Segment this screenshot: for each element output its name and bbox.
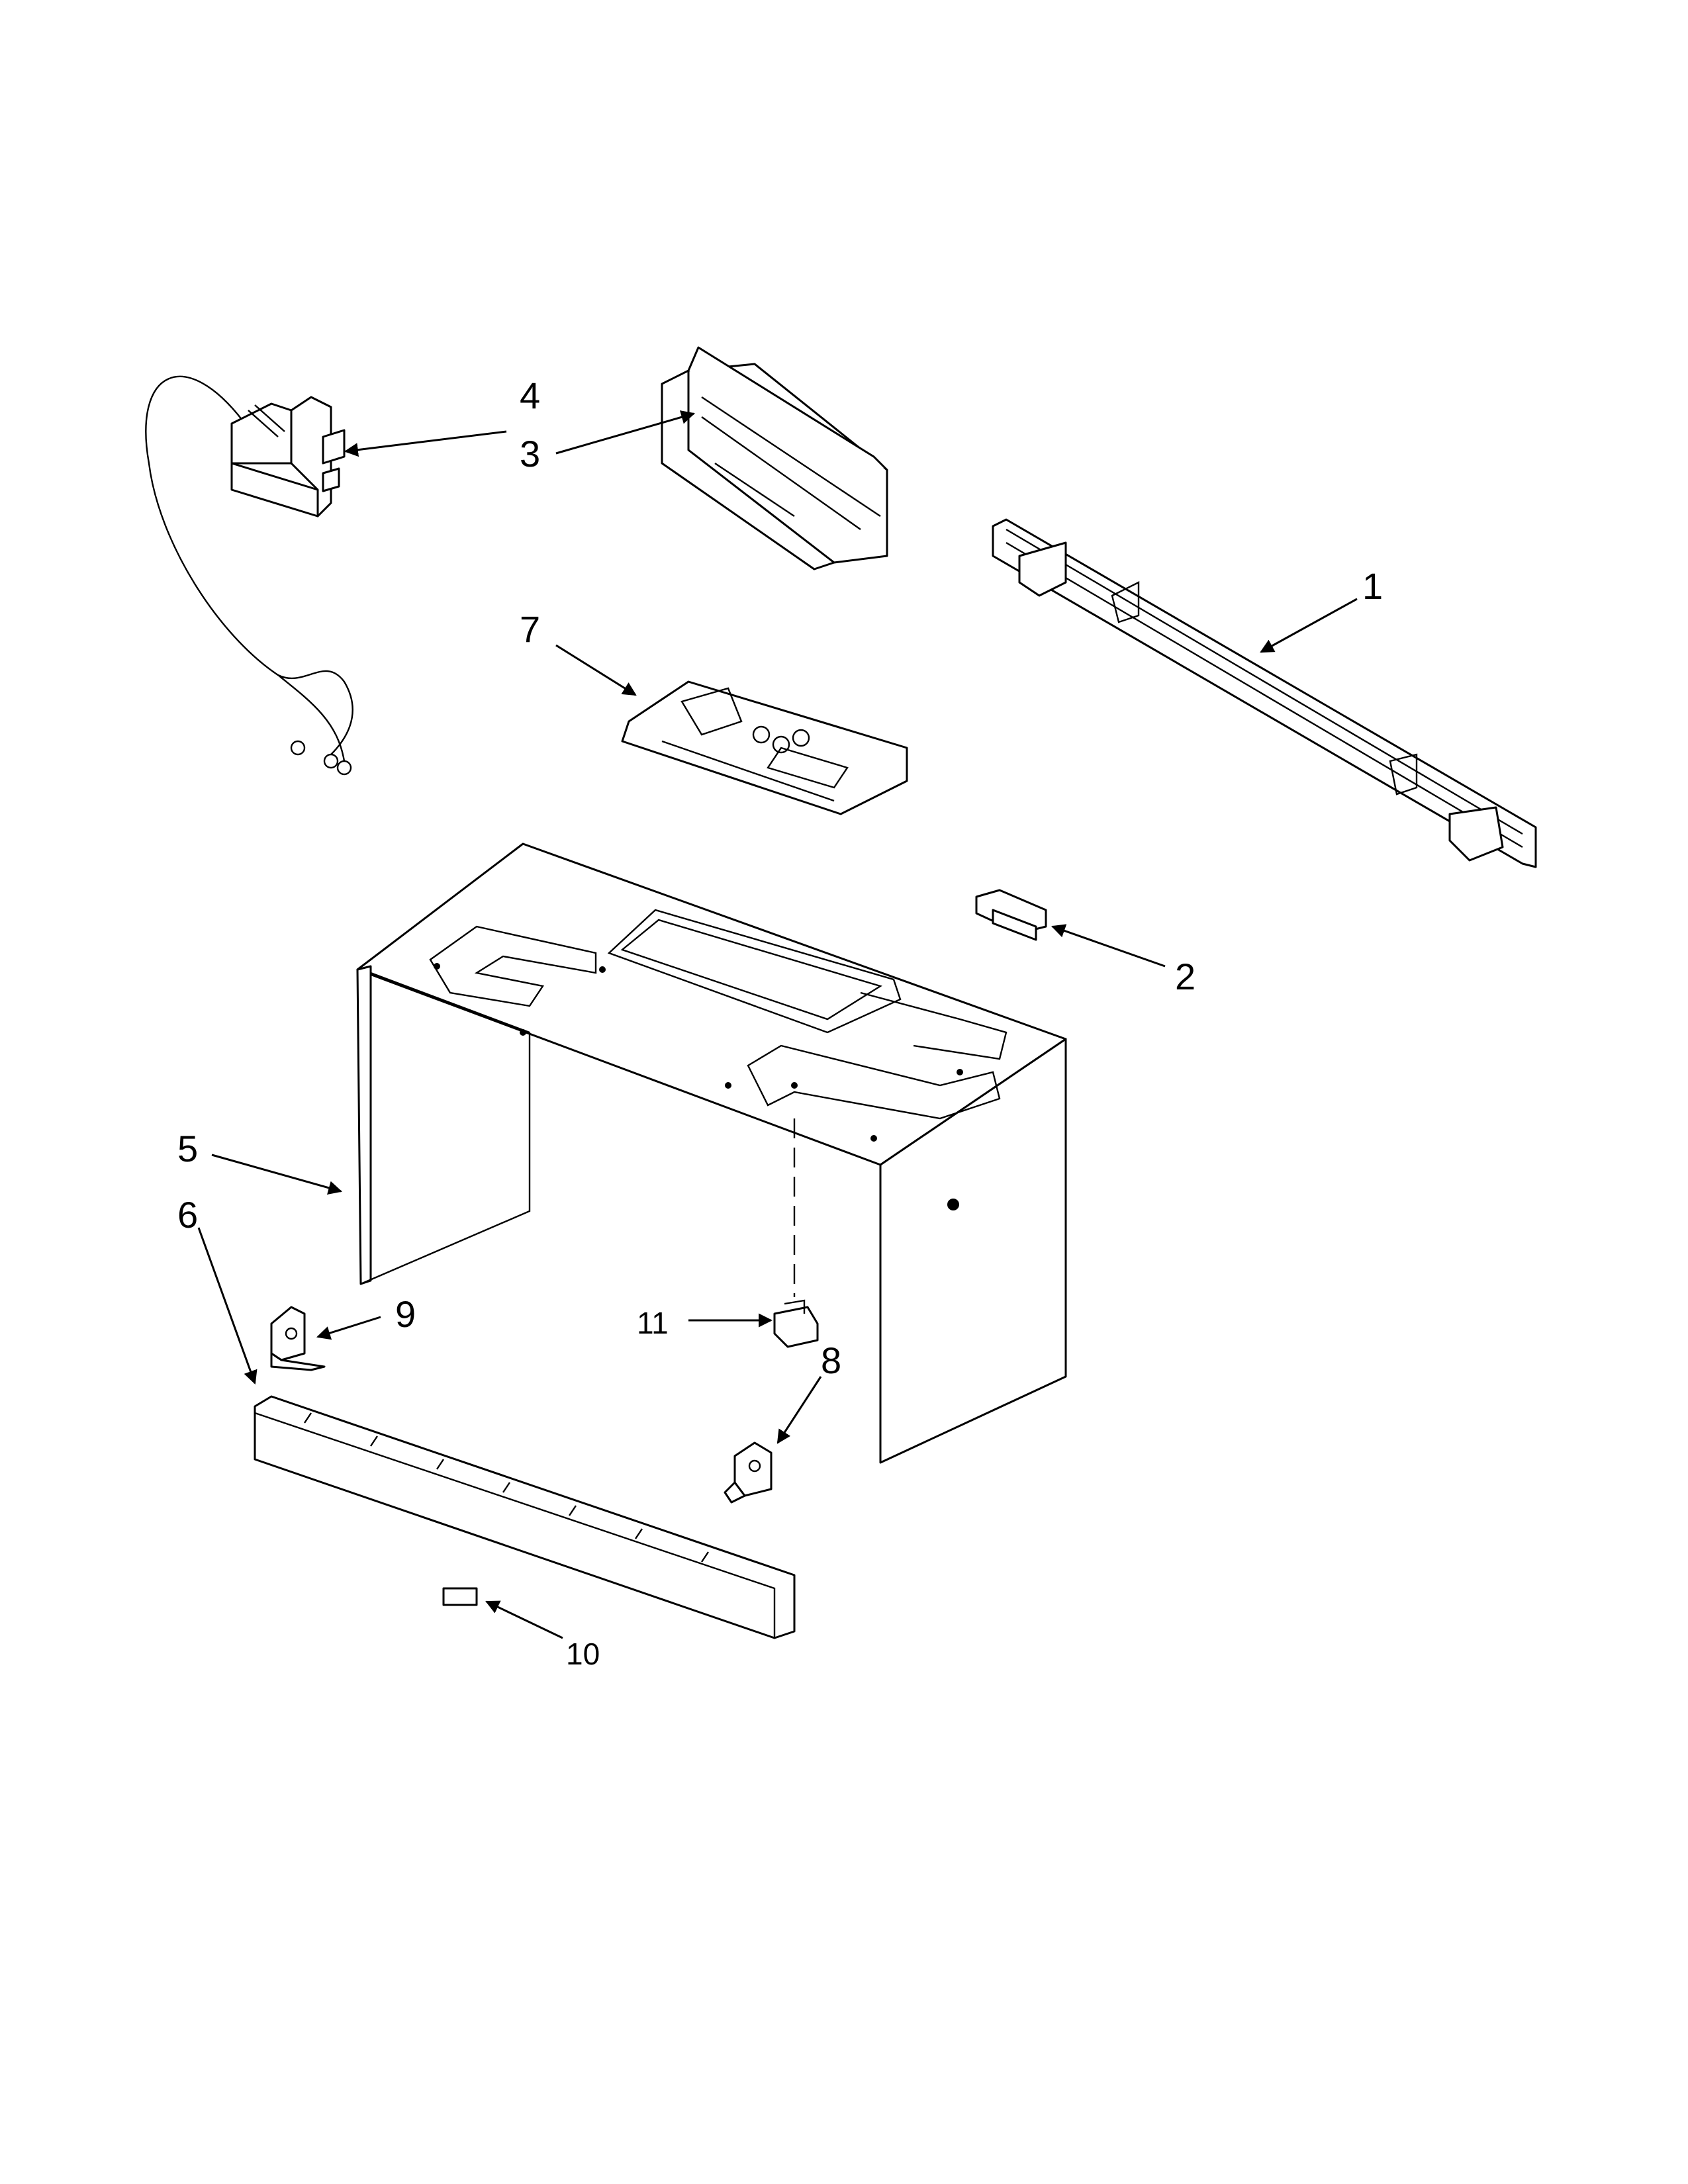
vent-grille-part <box>254 1395 796 1639</box>
switch-part <box>773 1118 819 1348</box>
label-part <box>442 1587 478 1606</box>
callout-4: 4 <box>520 375 540 416</box>
power-cord-part <box>145 375 353 776</box>
mounting-plate-part <box>621 680 908 815</box>
callout-3: 3 <box>520 433 540 475</box>
duct-part <box>661 346 888 570</box>
callout-9: 9 <box>395 1293 416 1335</box>
small-bracket-part <box>975 889 1047 941</box>
leader-lines <box>197 410 1358 1639</box>
callout-10: 10 <box>566 1637 600 1671</box>
mounting-rail-part <box>992 518 1537 868</box>
callout-11: 11 <box>637 1306 669 1340</box>
right-bracket-part <box>724 1441 773 1504</box>
callout-2: 2 <box>1175 956 1196 997</box>
callout-5: 5 <box>177 1128 198 1169</box>
callout-1: 1 <box>1362 565 1383 607</box>
callout-7: 7 <box>520 608 540 650</box>
cabinet-part <box>356 842 1067 1464</box>
callout-8: 8 <box>821 1340 841 1381</box>
callout-6: 6 <box>177 1194 198 1236</box>
left-bracket-part <box>270 1306 326 1371</box>
